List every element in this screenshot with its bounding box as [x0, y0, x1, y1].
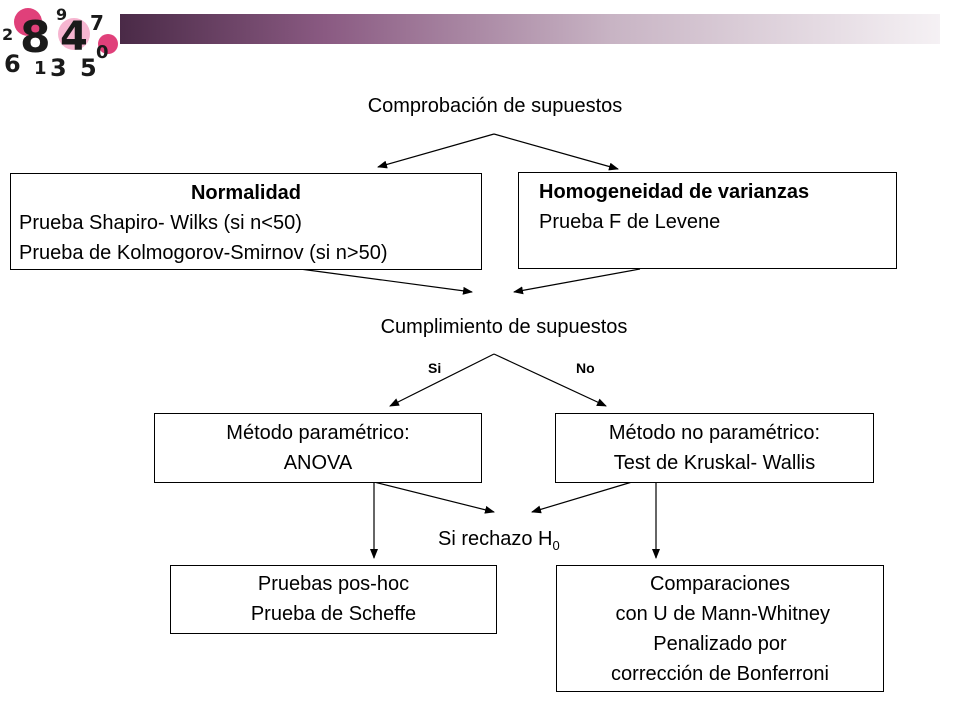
label-cumplimiento: Cumplimiento de supuestos	[0, 316, 960, 339]
label-no: No	[576, 360, 595, 376]
arrow-to-normalidad	[378, 134, 494, 167]
comparaciones-line-2: con U de Mann-Whitney	[557, 599, 883, 629]
normalidad-line-1: Prueba Shapiro- Wilks (si n<50)	[19, 208, 481, 238]
arrow-homogeneidad-to-cumplimiento	[514, 269, 640, 292]
no-parametrico-line-1: Método no paramétrico:	[556, 418, 873, 448]
box-no-parametrico: Método no paramétrico: Test de Kruskal- …	[555, 413, 874, 483]
arrow-to-homogeneidad	[494, 134, 618, 169]
normalidad-line-2: Prueba de Kolmogorov-Smirnov (si n>50)	[19, 238, 481, 268]
homogeneidad-line-1: Prueba F de Levene	[539, 207, 896, 237]
arrow-normalidad-to-cumplimiento	[300, 269, 472, 292]
comparaciones-line-3: Penalizado por	[557, 629, 883, 659]
rechazo-subscript: 0	[553, 538, 560, 553]
arrow-si-to-parametrico	[390, 354, 494, 406]
parametrico-line-2: ANOVA	[155, 448, 481, 478]
title-comprobacion: Comprobación de supuestos	[0, 95, 960, 118]
parametrico-line-1: Método paramétrico:	[155, 418, 481, 448]
arrow-parametrico-to-rechazo	[374, 482, 494, 512]
comparaciones-line-4: corrección de Bonferroni	[557, 659, 883, 689]
normalidad-heading: Normalidad	[19, 178, 481, 208]
box-normalidad: Normalidad Prueba Shapiro- Wilks (si n<5…	[10, 173, 482, 270]
homogeneidad-heading: Homogeneidad de varianzas	[539, 177, 896, 207]
poshoc-line-1: Pruebas pos-hoc	[171, 569, 496, 599]
poshoc-line-2: Prueba de Scheffe	[171, 599, 496, 629]
box-homogeneidad: Homogeneidad de varianzas Prueba F de Le…	[518, 172, 897, 269]
box-parametrico: Método paramétrico: ANOVA	[154, 413, 482, 483]
arrow-no-parametrico-to-rechazo	[532, 482, 632, 512]
box-comparaciones: Comparaciones con U de Mann-Whitney Pena…	[556, 565, 884, 692]
comparaciones-line-1: Comparaciones	[557, 569, 883, 599]
box-poshoc: Pruebas pos-hoc Prueba de Scheffe	[170, 565, 497, 634]
label-si-rechazo: Si rechazo H0	[438, 528, 560, 553]
no-parametrico-line-2: Test de Kruskal- Wallis	[556, 448, 873, 478]
rechazo-text: Si rechazo H	[438, 528, 553, 550]
label-si: Si	[428, 360, 441, 376]
